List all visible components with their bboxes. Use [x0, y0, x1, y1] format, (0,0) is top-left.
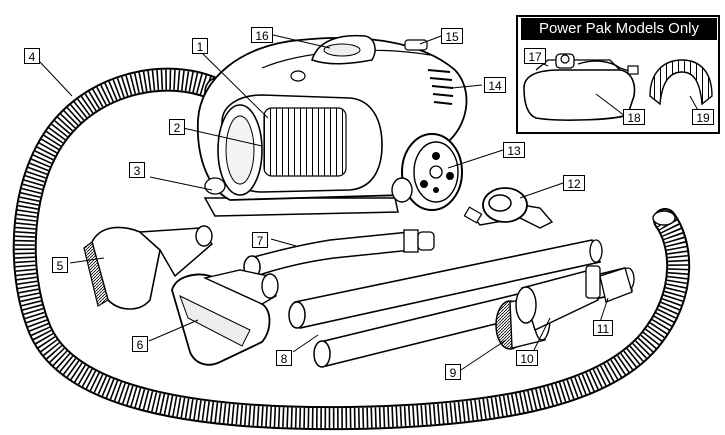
- callout-16: 16: [251, 27, 273, 43]
- leader-lines: [39, 34, 701, 371]
- callout-18: 18: [623, 109, 645, 125]
- crevice-tool-drawing: [515, 265, 601, 332]
- curved-wand-drawing: [243, 229, 435, 279]
- callout-11: 11: [593, 320, 613, 336]
- vacuum-canister-drawing: [196, 34, 468, 217]
- callout-15: 15: [441, 28, 463, 44]
- upholstery-tool-drawing: [83, 225, 214, 310]
- callout-7: 7: [252, 232, 268, 248]
- callout-2: 2: [169, 119, 185, 135]
- callout-1: 1: [192, 38, 208, 54]
- callout-4: 4: [24, 48, 40, 64]
- callout-10: 10: [516, 350, 538, 366]
- floor-tool-drawing: [171, 269, 279, 366]
- callout-8: 8: [276, 350, 292, 366]
- callout-19: 19: [692, 109, 714, 125]
- callout-3: 3: [129, 162, 145, 178]
- callout-17: 17: [524, 48, 546, 64]
- callout-6: 6: [132, 336, 148, 352]
- callout-13: 13: [503, 142, 525, 158]
- callout-5: 5: [52, 257, 68, 273]
- callout-14: 14: [484, 77, 506, 93]
- callout-9: 9: [445, 364, 461, 380]
- callout-12: 12: [563, 175, 585, 191]
- inset-title: Power Pak Models Only: [521, 18, 717, 40]
- wand-adapter-drawing: [599, 267, 633, 303]
- cord-wrap-strap-drawing: [463, 187, 554, 229]
